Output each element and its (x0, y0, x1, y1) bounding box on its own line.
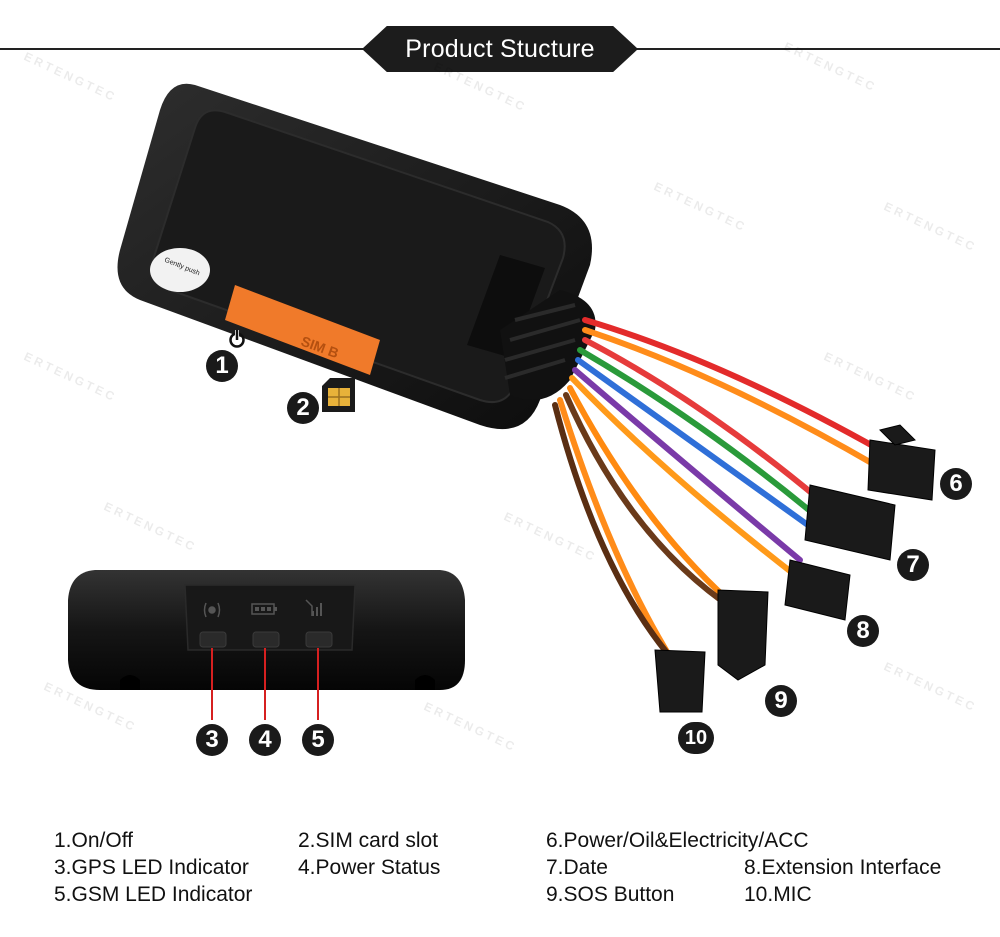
connector-6 (867, 439, 936, 501)
legend-item-1: 1.On/Off (54, 829, 133, 852)
legend-item-10: 10.MIC (744, 883, 812, 906)
legend-item-6: 6.Power/Oil&Electricity/ACC (546, 829, 809, 852)
marker-1: 1 (206, 350, 238, 382)
connector-8 (784, 559, 851, 621)
header-rule-right (632, 48, 1000, 50)
legend-item-4: 4.Power Status (298, 856, 441, 879)
legend-item-9: 9.SOS Button (546, 883, 675, 906)
header-rule-left (0, 48, 368, 50)
tracker-device-top: Gently push SIM B (117, 83, 596, 430)
indicator-lines (211, 648, 319, 720)
marker-6: 6 (940, 468, 972, 500)
sim-slot-cover (225, 285, 380, 375)
tracker-device-front (68, 570, 465, 690)
legend-item-3: 3.GPS LED Indicator (54, 856, 249, 879)
connector-7 (804, 484, 896, 561)
marker-8: 8 (847, 615, 879, 647)
marker-5: 5 (302, 724, 334, 756)
marker-7: 7 (897, 549, 929, 581)
legend-item-2: 2.SIM card slot (298, 829, 439, 852)
marker-10: 10 (678, 722, 714, 754)
power-icon (229, 330, 245, 348)
marker-3: 3 (196, 724, 228, 756)
connector-10 (654, 649, 706, 713)
marker-2: 2 (287, 392, 319, 424)
gps-signal-icon (203, 602, 221, 618)
sim-card-icon (322, 378, 355, 412)
marker-4: 4 (249, 724, 281, 756)
device-label-sticker (150, 248, 210, 292)
page-title: Product Stucture (362, 26, 638, 72)
wire-bundle (552, 317, 883, 671)
connectors (654, 424, 936, 713)
gsm-signal-icon (305, 599, 322, 616)
legend-item-7: 7.Date (546, 856, 608, 879)
legend-item-5: 5.GSM LED Indicator (54, 883, 253, 906)
legend-item-8: 8.Extension Interface (744, 856, 942, 879)
battery-icon (251, 603, 277, 615)
marker-9: 9 (765, 685, 797, 717)
connector-9 (717, 589, 769, 681)
